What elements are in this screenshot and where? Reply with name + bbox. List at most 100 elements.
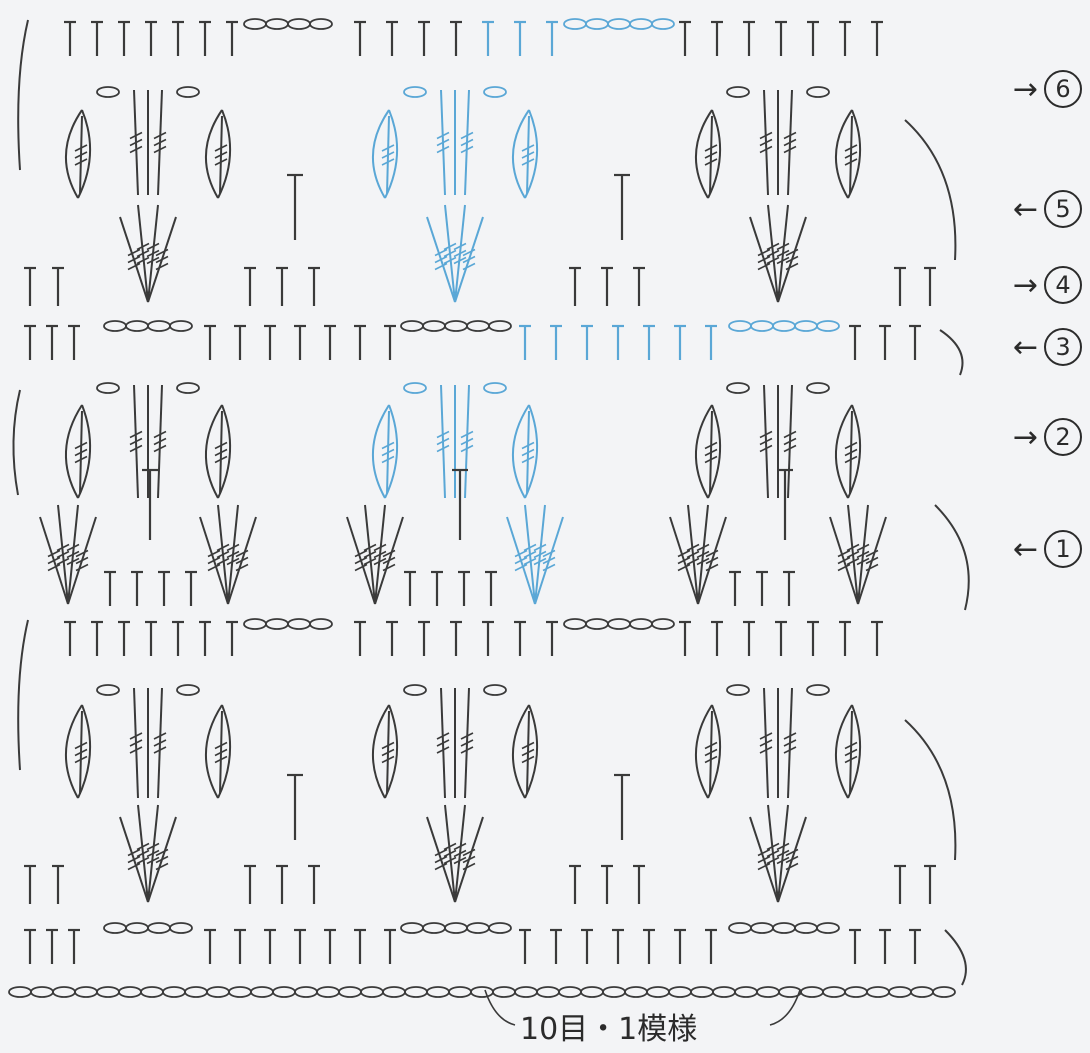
tr-hatch <box>76 565 88 571</box>
row-number: 3 <box>1044 328 1082 366</box>
chain-symbol <box>489 321 511 331</box>
chain-symbol <box>170 923 192 933</box>
tr-hatch <box>678 551 690 557</box>
tr-hatch <box>128 864 140 870</box>
chain-symbol <box>564 619 586 629</box>
row-number: 6 <box>1044 70 1082 108</box>
arrow-icon: → <box>1013 268 1038 303</box>
row-label-3: ← 3 <box>1013 328 1082 366</box>
tr-hatch <box>156 264 168 270</box>
row-label-6: → 6 <box>1013 70 1082 108</box>
chain-symbol <box>773 321 795 331</box>
chain-symbol <box>148 321 170 331</box>
arrow-icon: ← <box>1013 532 1038 567</box>
chain-symbol <box>691 987 713 997</box>
chain-symbol <box>104 923 126 933</box>
tr-hatch <box>435 250 447 256</box>
chain-symbol <box>295 987 317 997</box>
chain-symbol <box>251 987 273 997</box>
chain-symbol <box>148 923 170 933</box>
tr-hatch <box>128 250 140 256</box>
chain-symbol <box>177 383 199 393</box>
chain-symbol <box>288 619 310 629</box>
row-label-1: ← 1 <box>1013 530 1082 568</box>
tr-hatch <box>758 864 770 870</box>
chain-symbol <box>727 383 749 393</box>
chain-symbol <box>404 383 426 393</box>
chain-symbol <box>751 923 773 933</box>
chain-symbol <box>807 383 829 393</box>
tr-hatch <box>758 250 770 256</box>
chain-symbol <box>401 923 423 933</box>
chain-symbol <box>669 987 691 997</box>
chain-symbol <box>170 321 192 331</box>
tr-hatch <box>463 864 475 870</box>
tr-hatch <box>128 850 140 856</box>
chain-symbol <box>493 987 515 997</box>
chain-symbol <box>445 923 467 933</box>
chain-symbol <box>53 987 75 997</box>
tr-hatch <box>48 551 60 557</box>
tr-hatch <box>435 264 447 270</box>
arrow-icon: ← <box>1013 330 1038 365</box>
chain-symbol <box>273 987 295 997</box>
chain-symbol <box>97 987 119 997</box>
chain-symbol <box>449 987 471 997</box>
chain-symbol <box>801 987 823 997</box>
chain-symbol <box>647 987 669 997</box>
chain-symbol <box>405 987 427 997</box>
chain-symbol <box>75 987 97 997</box>
tr-hatch <box>515 565 527 571</box>
chain-symbol <box>727 685 749 695</box>
chain-symbol <box>889 987 911 997</box>
chain-symbol <box>310 619 332 629</box>
row-number: 1 <box>1044 530 1082 568</box>
tr-hatch <box>838 565 850 571</box>
tr-hatch <box>838 551 850 557</box>
chain-symbol <box>652 19 674 29</box>
chain-symbol <box>97 685 119 695</box>
chain-symbol <box>484 87 506 97</box>
chain-symbol <box>445 321 467 331</box>
chart-symbols <box>9 19 969 1025</box>
chain-symbol <box>339 987 361 997</box>
chain-symbol <box>817 923 839 933</box>
chain-symbol <box>31 987 53 997</box>
chain-symbol <box>795 923 817 933</box>
chain-symbol <box>401 321 423 331</box>
chain-symbol <box>427 987 449 997</box>
chain-symbol <box>185 987 207 997</box>
edge-chain <box>18 20 28 170</box>
row-number: 2 <box>1044 418 1082 456</box>
chain-symbol <box>484 383 506 393</box>
tr-hatch <box>786 864 798 870</box>
chain-symbol <box>630 619 652 629</box>
tr-hatch <box>355 565 367 571</box>
tr-hatch <box>208 565 220 571</box>
tr-hatch <box>758 850 770 856</box>
row-label-5: ← 5 <box>1013 190 1082 228</box>
tr-hatch <box>355 551 367 557</box>
tr-hatch <box>866 565 878 571</box>
row-label-4: → 4 <box>1013 266 1082 304</box>
edge-chain <box>945 930 966 985</box>
arrow-icon: → <box>1013 420 1038 455</box>
chain-symbol <box>817 321 839 331</box>
chain-symbol <box>266 19 288 29</box>
chain-symbol <box>467 321 489 331</box>
chain-symbol <box>807 87 829 97</box>
chain-symbol <box>423 321 445 331</box>
arrow-icon: ← <box>1013 192 1038 227</box>
chain-symbol <box>845 987 867 997</box>
row-number: 4 <box>1044 266 1082 304</box>
chain-symbol <box>933 987 955 997</box>
chain-symbol <box>823 987 845 997</box>
tr-hatch <box>156 864 168 870</box>
chain-symbol <box>467 923 489 933</box>
chain-symbol <box>266 619 288 629</box>
edge-chain <box>13 390 20 495</box>
tr-hatch <box>786 264 798 270</box>
chain-symbol <box>244 19 266 29</box>
edge-chain <box>18 620 28 770</box>
